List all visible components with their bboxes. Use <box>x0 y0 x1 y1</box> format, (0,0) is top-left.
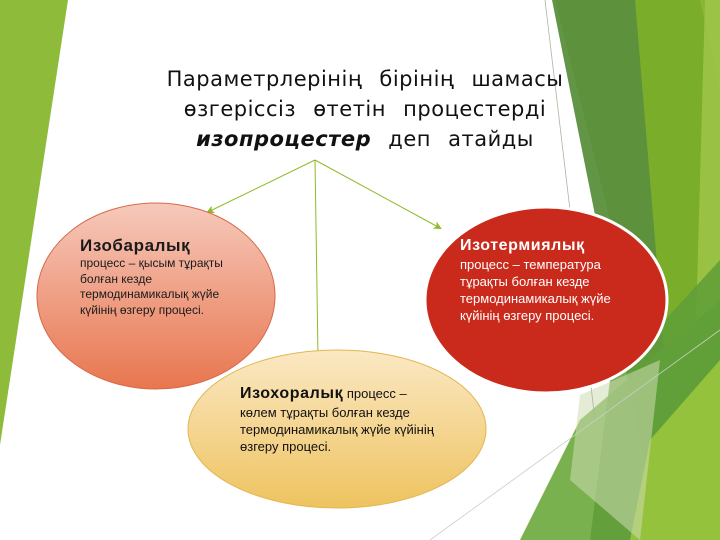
isochoric-text: Изохоралық процесс – көлем тұрақты болға… <box>240 384 440 455</box>
isobaric-heading: Изобаралық <box>80 236 191 255</box>
title-line-1: Параметрлерінің бірінің шамасы <box>166 67 564 91</box>
isothermal-ellipse <box>423 205 669 395</box>
title-line-3: изопроцестер деп атайды <box>130 124 600 154</box>
isochoric-body: процесс – көлем тұрақты болған кезде тер… <box>240 386 434 454</box>
isobaric-body: процесс – қысым тұрақты болған кезде тер… <box>80 256 223 317</box>
slide-title: Параметрлерінің бірінің шамасы өзгеріссі… <box>130 64 600 154</box>
connector-arrows <box>206 159 442 359</box>
title-line-2: өзгеріссіз өтетін процестерді <box>183 97 547 121</box>
right-green-decoration <box>429 0 720 540</box>
title-line-3-rest: деп атайды <box>371 127 534 151</box>
isothermal-heading: Изотермиялық <box>460 237 585 254</box>
isobaric-text: Изобаралық процесс – қысым тұрақты болға… <box>80 236 240 318</box>
isochoric-ellipse <box>187 349 487 509</box>
left-green-wedge <box>0 0 68 445</box>
isothermal-text: Изотермиялық процесс – температура тұрақ… <box>460 236 635 324</box>
title-emphasis: изопроцестер <box>196 127 372 151</box>
isothermal-body: процесс – температура тұрақты болған кез… <box>460 257 611 323</box>
isochoric-heading: Изохоралық <box>240 385 344 402</box>
isobaric-ellipse <box>36 202 276 390</box>
